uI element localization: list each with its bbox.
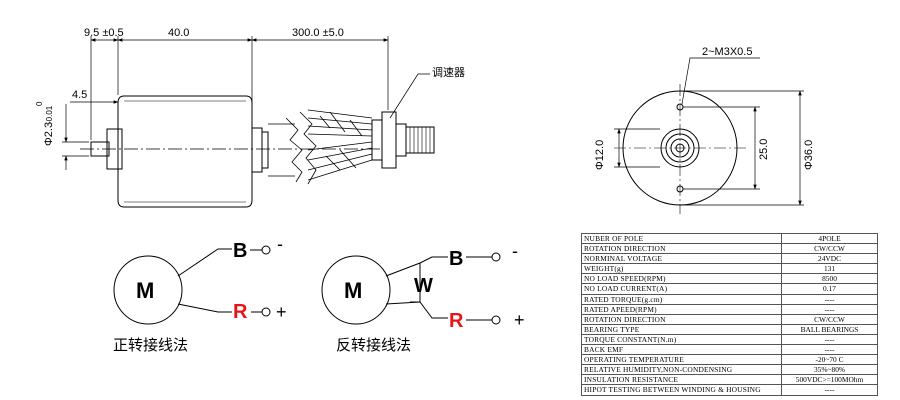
front-view [614, 84, 746, 214]
spec-value: ---- [781, 333, 878, 346]
spec-row: BACK EMF---- [581, 344, 878, 356]
terminal-b-reverse: B [449, 248, 463, 270]
spec-value: ---- [781, 303, 878, 315]
spec-key: BEARING TYPE [581, 323, 782, 335]
spec-row: NO LOAD SPEED(RPM)8500 [581, 273, 878, 285]
dim-shaft-tol-bottom: -0.01 [45, 105, 54, 124]
cable-bundle [268, 109, 373, 185]
spec-row: TORQUE CONSTANT(N.m)---- [581, 333, 878, 346]
spec-value: 35%~80% [781, 364, 878, 376]
spec-value: CW/CCW [781, 243, 878, 255]
spec-key: ROTATION DIRECTION [581, 313, 782, 325]
speed-controller-knob [371, 111, 435, 169]
spec-key: OPERATING TEMPERATURE [581, 354, 782, 366]
reverse-wiring: M W B - R + 反转接线法 [321, 241, 525, 354]
spec-row: NO LOAD CURRENT(A)0.17 [581, 283, 878, 295]
spec-row: HIPOT TESTING BETWEEN WINDING & HOUSING-… [581, 384, 878, 396]
terminal-w-reverse: W [414, 275, 433, 297]
spec-key: NORMINAL VOLTAGE [581, 253, 782, 265]
spec-value: 500VDC>=100MOhm [781, 374, 878, 386]
forward-wiring: M B - R + 正转接线法 [113, 234, 287, 354]
spec-value: 0.17 [781, 283, 878, 295]
dim-top-body: 40.0 [168, 27, 189, 39]
spec-value: BALL BEARINGS [781, 323, 878, 335]
sign-plus-forward: + [276, 302, 287, 322]
spec-key: ROTATION DIRECTION [581, 243, 782, 255]
spec-value: 24VDC [781, 253, 878, 265]
motor-circle-forward [113, 255, 183, 325]
speed-controller-label: 调速器 [432, 66, 465, 79]
dim-front-holes: 2~M3X0.5 [702, 46, 752, 58]
spec-value: 4POLE [781, 232, 878, 245]
spec-row: OPERATING TEMPERATURE-20~70 C [581, 354, 878, 366]
side-view [80, 73, 435, 208]
terminal-r-forward: R [233, 301, 248, 323]
spec-key: BACK EMF [581, 344, 782, 356]
dim-shaft-length: 4.5 [72, 89, 87, 101]
rear-flange [251, 127, 263, 173]
spec-key: NUBER OF POLE [581, 232, 782, 245]
terminal-b-forward: B [233, 240, 247, 262]
motor-body [117, 95, 253, 208]
dim-front-pcd: 25.0 [758, 139, 770, 160]
spec-row: RATED TORQUE(g.cm)---- [581, 293, 878, 305]
spec-key: RELATIVE HUMIDITY,NON-CONDENSING [581, 364, 782, 376]
spec-key: WEIGHT(g) [581, 263, 782, 275]
spec-key: TORQUE CONSTANT(N.m) [581, 333, 782, 346]
spec-value: -20~70 C [781, 354, 878, 366]
spec-key: HIPOT TESTING BETWEEN WINDING & HOUSING [581, 384, 782, 396]
dim-front-boss: Φ12.0 [594, 140, 606, 170]
dim-shaft-diameter: Φ2.3 [43, 122, 55, 146]
spec-key: INSULATION RESISTANCE [581, 374, 782, 386]
spec-value: ---- [781, 344, 878, 356]
motor-circle-reverse [321, 255, 391, 325]
dim-top-wire: 300.0 ±5.0 [292, 27, 344, 39]
dim-front-outer: Φ36.0 [803, 140, 815, 170]
sign-minus-reverse: - [512, 241, 518, 261]
motor-label-forward: M [136, 278, 154, 303]
motor-label-reverse: M [344, 278, 362, 303]
dim-shaft-tol-top: 0 [35, 101, 44, 106]
caption-forward: 正转接线法 [113, 336, 188, 354]
spec-row: WEIGHT(g)131 [581, 263, 878, 275]
spec-value: CW/CCW [781, 313, 878, 325]
spec-value: ---- [781, 384, 878, 396]
sign-plus-reverse: + [514, 310, 525, 330]
terminal-r-reverse: R [449, 310, 464, 332]
caption-reverse: 反转接线法 [336, 336, 411, 354]
spec-value: 131 [781, 263, 878, 275]
spec-value: 8500 [781, 273, 878, 285]
spec-value: ---- [781, 293, 878, 305]
spec-key: RATED APEED(RPM) [581, 303, 782, 315]
spec-key: NO LOAD SPEED(RPM) [581, 273, 782, 285]
dim-top-small: 9.5 ±0.5 [84, 27, 124, 39]
sign-minus-forward: - [277, 234, 283, 254]
spec-row: RATED APEED(RPM)---- [581, 303, 878, 315]
spec-key: RATED TORQUE(g.cm) [581, 293, 782, 305]
spec-key: NO LOAD CURRENT(A) [581, 283, 782, 295]
